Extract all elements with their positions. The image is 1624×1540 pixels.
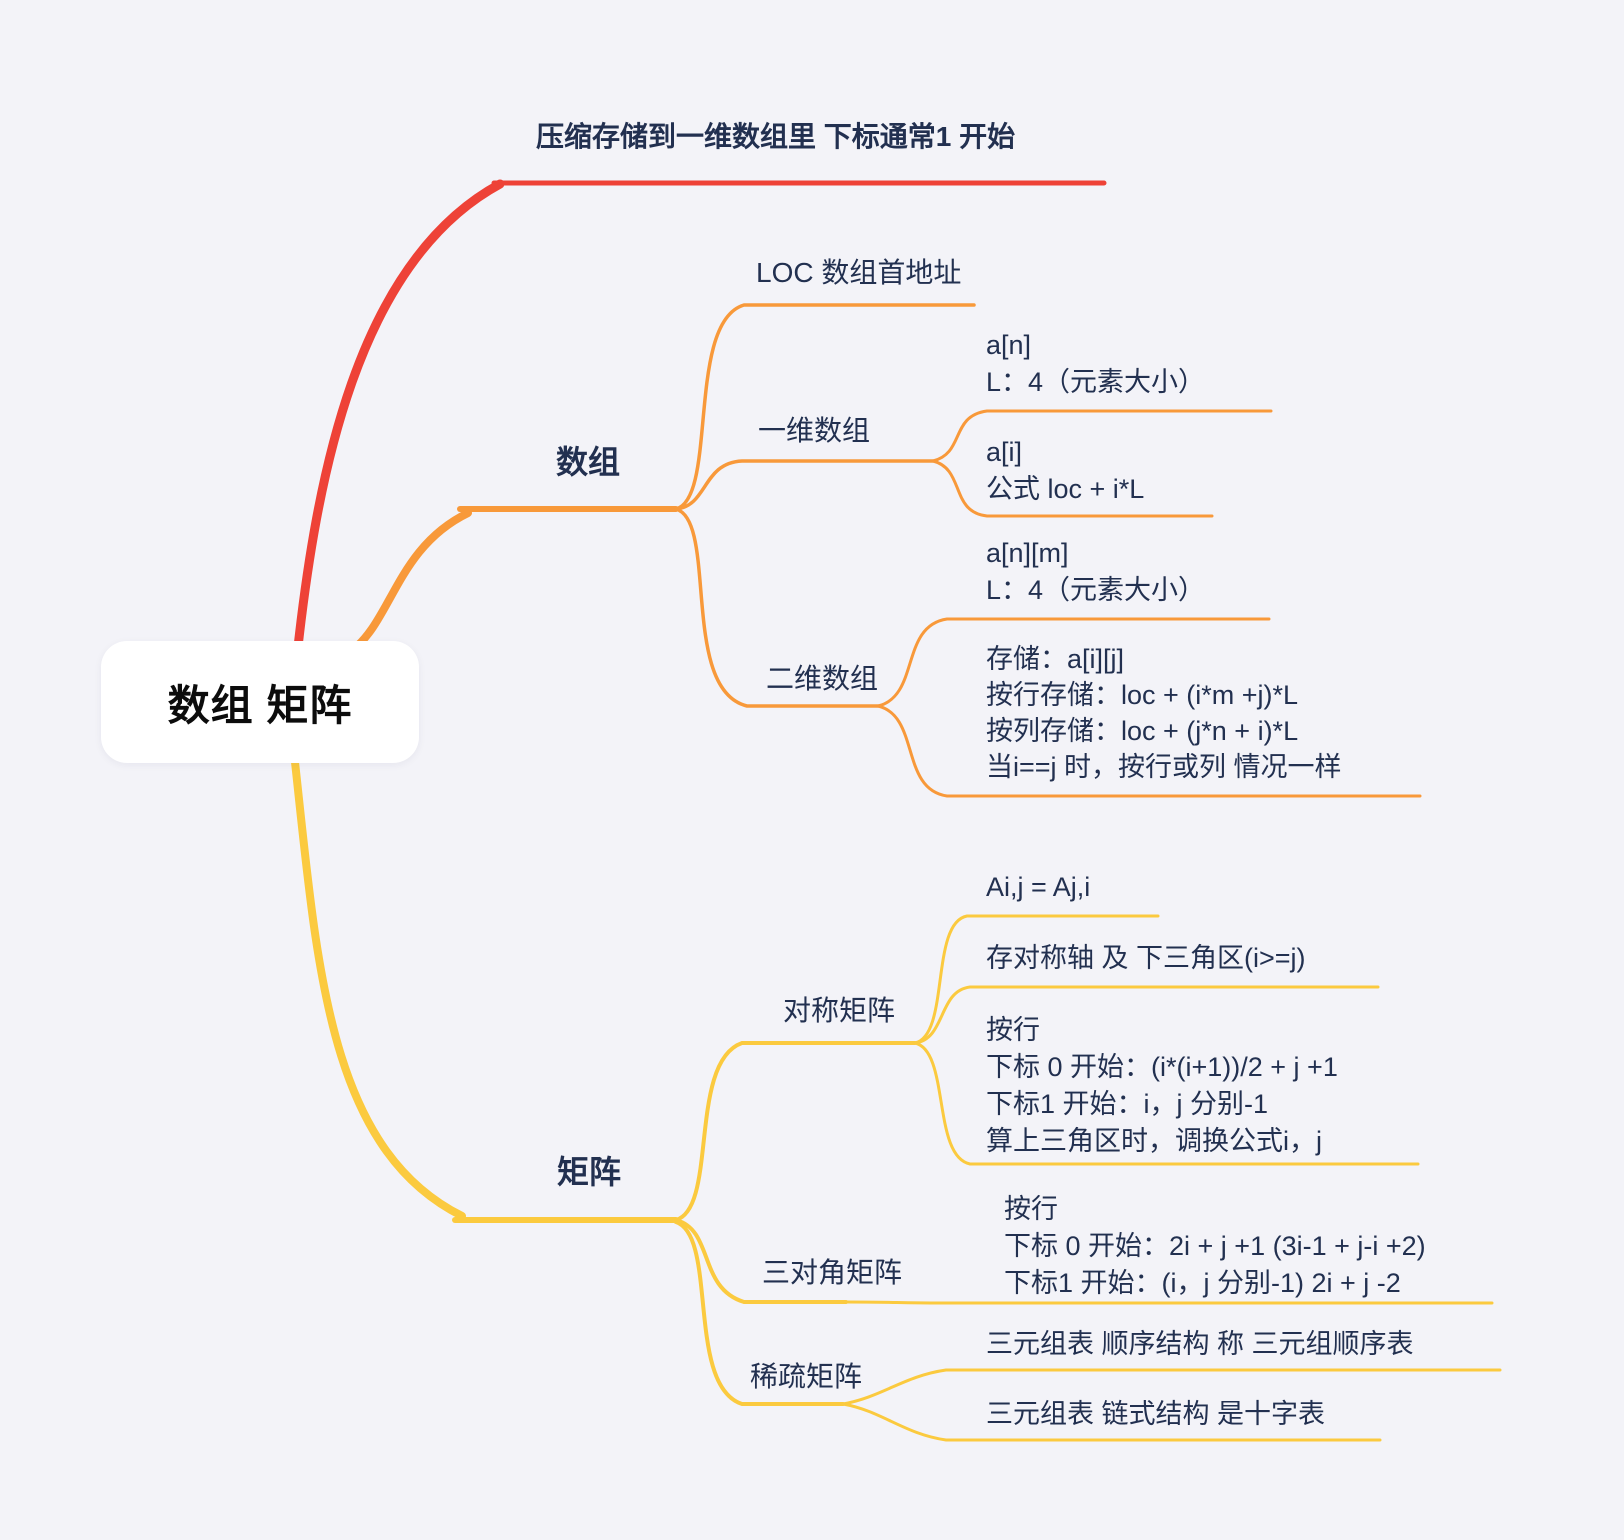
topic-storage-line-4: 当i==j 时，按行或列 情况一样 bbox=[986, 752, 1342, 782]
branch-storage bbox=[876, 704, 1422, 798]
topic-sym-by-row-line-1: 按行 bbox=[986, 1015, 1040, 1045]
branch-loc bbox=[674, 303, 976, 511]
topic-sym-formula[interactable]: Ai,j = Aj,i bbox=[986, 869, 1090, 906]
topic-sparse-matrix[interactable]: 稀疏矩阵 bbox=[750, 1361, 863, 1392]
topic-sym-by-row-line-2: 下标 0 开始：(i*(i+1))/2 + j +1 bbox=[986, 1052, 1338, 1082]
topic-compress-note[interactable]: 压缩存储到一维数组里 下标通常1 开始 bbox=[536, 121, 1016, 152]
topic-tri-by-row-line-3: 下标1 开始：(i，j 分别-1) 2i + j -2 bbox=[1004, 1268, 1401, 1298]
branch-sparse-linked bbox=[841, 1402, 1382, 1442]
branch-tri-by-row bbox=[844, 1300, 1494, 1305]
topic-storage-formula[interactable]: 存储：a[i][j] 按行存储：loc + (i*m +j)*L 按列存储：lo… bbox=[986, 641, 1342, 785]
topic-an-line-2: L：4（元素大小） bbox=[986, 367, 1206, 397]
topic-array[interactable]: 数组 bbox=[556, 444, 621, 480]
topic-anm-line-1: a[n][m] bbox=[986, 538, 1069, 568]
topic-sparse-linked[interactable]: 三元组表 链式结构 是十字表 bbox=[986, 1396, 1325, 1433]
topic-sparse-linked-line-1: 三元组表 链式结构 是十字表 bbox=[986, 1399, 1326, 1429]
branch-anm bbox=[876, 617, 1271, 708]
branch-tridiagonal bbox=[674, 1218, 848, 1304]
branch-sparse bbox=[674, 1220, 845, 1406]
branch-sym-store-rule bbox=[913, 985, 1380, 1045]
topic-sparse-sequential-line-1: 三元组表 顺序结构 称 三元组顺序表 bbox=[986, 1329, 1414, 1359]
topic-tri-by-row-line-2: 下标 0 开始：2i + j +1 (3i-1 + j-i +2) bbox=[1004, 1231, 1426, 1261]
branch-sym-formula bbox=[913, 914, 1160, 1045]
topic-tridiagonal-matrix[interactable]: 三对角矩阵 bbox=[762, 1257, 903, 1288]
branch-one-dim bbox=[674, 459, 935, 511]
topic-matrix[interactable]: 矩阵 bbox=[557, 1154, 622, 1190]
branch-matrix-curve bbox=[290, 749, 466, 1220]
topic-sparse-sequential[interactable]: 三元组表 顺序结构 称 三元组顺序表 bbox=[986, 1326, 1414, 1363]
root-topic[interactable]: 数组 矩阵 bbox=[101, 641, 419, 763]
topic-symmetric-matrix[interactable]: 对称矩阵 bbox=[783, 995, 896, 1026]
branch-an bbox=[931, 409, 1273, 463]
topic-two-dim-array[interactable]: 二维数组 bbox=[766, 663, 879, 694]
topic-an[interactable]: a[n] L：4（元素大小） bbox=[986, 327, 1205, 401]
topic-ai-line-2: 公式 loc + i*L bbox=[986, 474, 1145, 504]
branch-sparse-sequential bbox=[841, 1368, 1502, 1406]
topic-an-line-1: a[n] bbox=[986, 330, 1032, 360]
branch-two-dim bbox=[674, 507, 880, 708]
topic-storage-line-1: 存储：a[i][j] bbox=[986, 644, 1125, 674]
branch-array-curve bbox=[346, 509, 472, 656]
topic-anm[interactable]: a[n][m] L：4（元素大小） bbox=[986, 535, 1205, 609]
topic-storage-line-2: 按行存储：loc + (i*m +j)*L bbox=[986, 680, 1299, 710]
topic-sym-by-row-line-3: 下标1 开始：i，j 分别-1 bbox=[986, 1089, 1269, 1119]
topic-ai-line-1: a[i] bbox=[986, 437, 1023, 467]
topic-anm-line-2: L：4（元素大小） bbox=[986, 575, 1206, 605]
branch-compress-note-curve bbox=[292, 179, 505, 661]
topic-ai[interactable]: a[i] 公式 loc + i*L bbox=[986, 434, 1144, 508]
branch-sym-by-row bbox=[913, 1041, 1420, 1166]
topic-storage-line-3: 按列存储：loc + (j*n + i)*L bbox=[986, 716, 1299, 746]
topic-loc-base-address[interactable]: LOC 数组首地址 bbox=[756, 257, 962, 288]
topic-sym-store-rule[interactable]: 存对称轴 及 下三角区(i>=j) bbox=[986, 940, 1306, 977]
topic-tri-by-row[interactable]: 按行 下标 0 开始：2i + j +1 (3i-1 + j-i +2) 下标1… bbox=[1004, 1191, 1426, 1302]
topic-one-dim-array[interactable]: 一维数组 bbox=[758, 415, 871, 446]
topic-sym-by-row-line-4: 算上三角区时，调换公式i，j bbox=[986, 1126, 1322, 1156]
topic-sym-by-row[interactable]: 按行 下标 0 开始：(i*(i+1))/2 + j +1 下标1 开始：i，j… bbox=[986, 1012, 1338, 1160]
topic-sym-store-rule-line-1: 存对称轴 及 下三角区(i>=j) bbox=[986, 943, 1306, 973]
topic-tri-by-row-line-1: 按行 bbox=[1004, 1194, 1058, 1224]
branch-ai bbox=[931, 459, 1214, 518]
root-topic-label: 数组 矩阵 bbox=[167, 681, 353, 729]
branch-symmetric bbox=[674, 1041, 917, 1222]
topic-sym-formula-line-1: Ai,j = Aj,i bbox=[986, 872, 1091, 902]
